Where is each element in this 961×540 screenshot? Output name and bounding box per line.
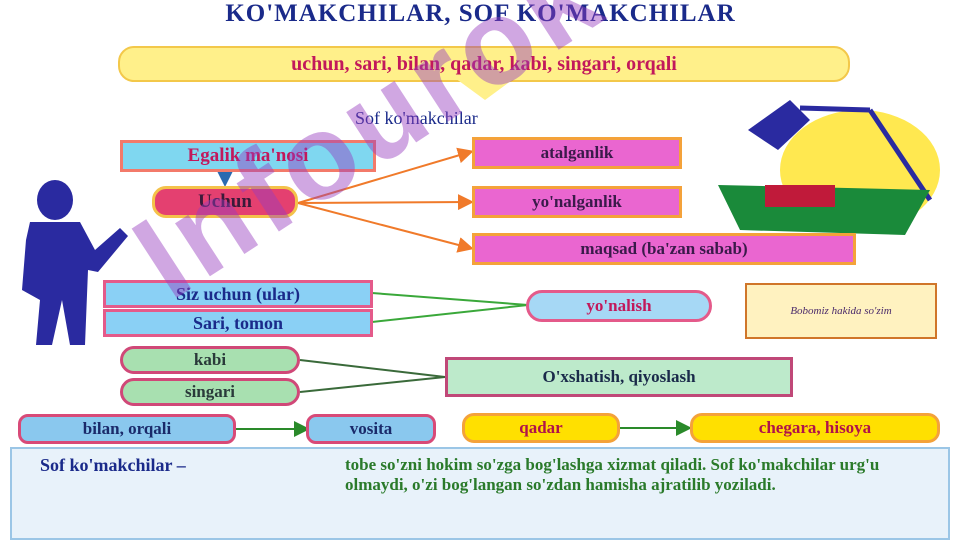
definition-label: Sof ko'makchilar – bbox=[40, 455, 186, 475]
direction-siz-uchun: Siz uchun (ular) bbox=[103, 280, 373, 308]
lamp-illustration bbox=[718, 100, 940, 235]
vosita-box: vosita bbox=[306, 414, 436, 444]
chegara-box: chegara, hisoya bbox=[690, 413, 940, 443]
similarity-kabi: kabi bbox=[120, 346, 300, 374]
arrow-to-maqsad bbox=[297, 202, 474, 253]
subheading: Sof ko'makchilar bbox=[355, 108, 478, 128]
direction-sari: Sari, tomon bbox=[103, 309, 373, 337]
definition-text: tobe so'zni hokim so'zga bog'lashga xizm… bbox=[345, 455, 880, 494]
similarity-singari: singari bbox=[120, 378, 300, 406]
uchun-box: Uchun bbox=[152, 186, 298, 218]
arrow-to-atalganlik bbox=[297, 147, 474, 204]
book-note: Bobomiz hakida so'zim bbox=[745, 283, 937, 339]
line-sari bbox=[371, 304, 529, 323]
banner-tail bbox=[455, 78, 515, 100]
qadar-box: qadar bbox=[462, 413, 620, 443]
postposition-banner: uchun, sari, bilan, qadar, kabi, singari… bbox=[118, 46, 850, 82]
direction-target: yo'nalish bbox=[526, 290, 712, 322]
target-atalganlik: atalganlik bbox=[472, 137, 682, 169]
page-title: KO'MAKCHILAR, SOF KO'MAKCHILAR bbox=[225, 0, 736, 27]
line-singari bbox=[299, 376, 446, 393]
line-siz-uchun bbox=[371, 292, 529, 306]
teacher-figure bbox=[22, 180, 128, 345]
line-kabi bbox=[299, 359, 446, 378]
meaning-box: Egalik ma'nosi bbox=[120, 140, 376, 172]
arrow-to-yonalganlik bbox=[297, 194, 474, 211]
bilan-orqali-box: bilan, orqali bbox=[18, 414, 236, 444]
definition-panel bbox=[10, 447, 950, 540]
similarity-target: O'xshatish, qiyoslash bbox=[445, 357, 793, 397]
target-yonalganlik: yo'nalganlik bbox=[472, 186, 682, 218]
target-maqsad: maqsad (ba'zan sabab) bbox=[472, 233, 856, 265]
